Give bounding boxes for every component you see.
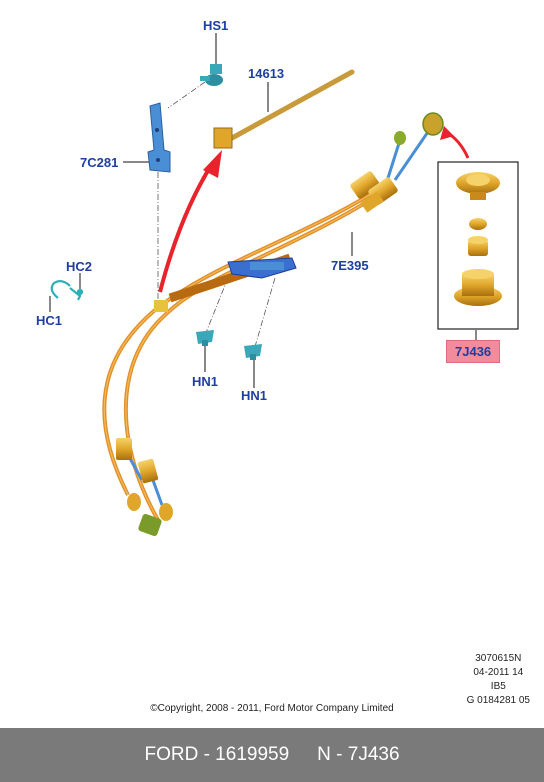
footer-reference: N - 7J436 (317, 744, 400, 765)
callout-hs1: HS1 (203, 18, 229, 33)
info-line-3: IB5 (490, 681, 506, 692)
nut-hn1-right (244, 344, 262, 360)
cable-tie-14613 (213, 69, 355, 149)
copyright-text: ©Copyright, 2008 - 2011, Ford Motor Comp… (150, 703, 394, 714)
footer-part-number: FORD - 1619959 (144, 744, 290, 765)
clip-hc (50, 279, 84, 301)
parts-diagram (49, 33, 519, 537)
callout-7j436-highlight: 7J436 (446, 340, 501, 363)
leader-lines (49, 33, 477, 388)
callout-hc2: HC2 (66, 259, 93, 274)
callout-7e395: 7E395 (331, 258, 369, 273)
bracket-7c281 (147, 102, 171, 173)
callout-hn1-left: HN1 (192, 374, 219, 389)
red-arrows (158, 126, 470, 293)
footer-bar: FORD - 1619959 N - 7J436 (0, 728, 544, 782)
cable-mounting-bracket (227, 257, 297, 279)
callout-14613: 14613 (248, 66, 285, 81)
drawing-info-block: 3070615N 04-2011 14 IB5 G 0184281 05 (467, 652, 530, 708)
callout-hc1: HC1 (36, 313, 63, 328)
info-line-1: 3070615N (475, 653, 522, 664)
info-line-4: G 0184281 05 (466, 695, 530, 706)
screw-hs1 (200, 64, 223, 86)
cable-end-fittings (116, 112, 444, 537)
info-line-2: 04-2011 14 (473, 667, 524, 678)
detail-box-7j436 (437, 161, 519, 330)
nut-hn1-left (196, 330, 214, 346)
callout-7c281: 7C281 (80, 155, 119, 170)
callout-hn1-right: HN1 (241, 388, 268, 403)
